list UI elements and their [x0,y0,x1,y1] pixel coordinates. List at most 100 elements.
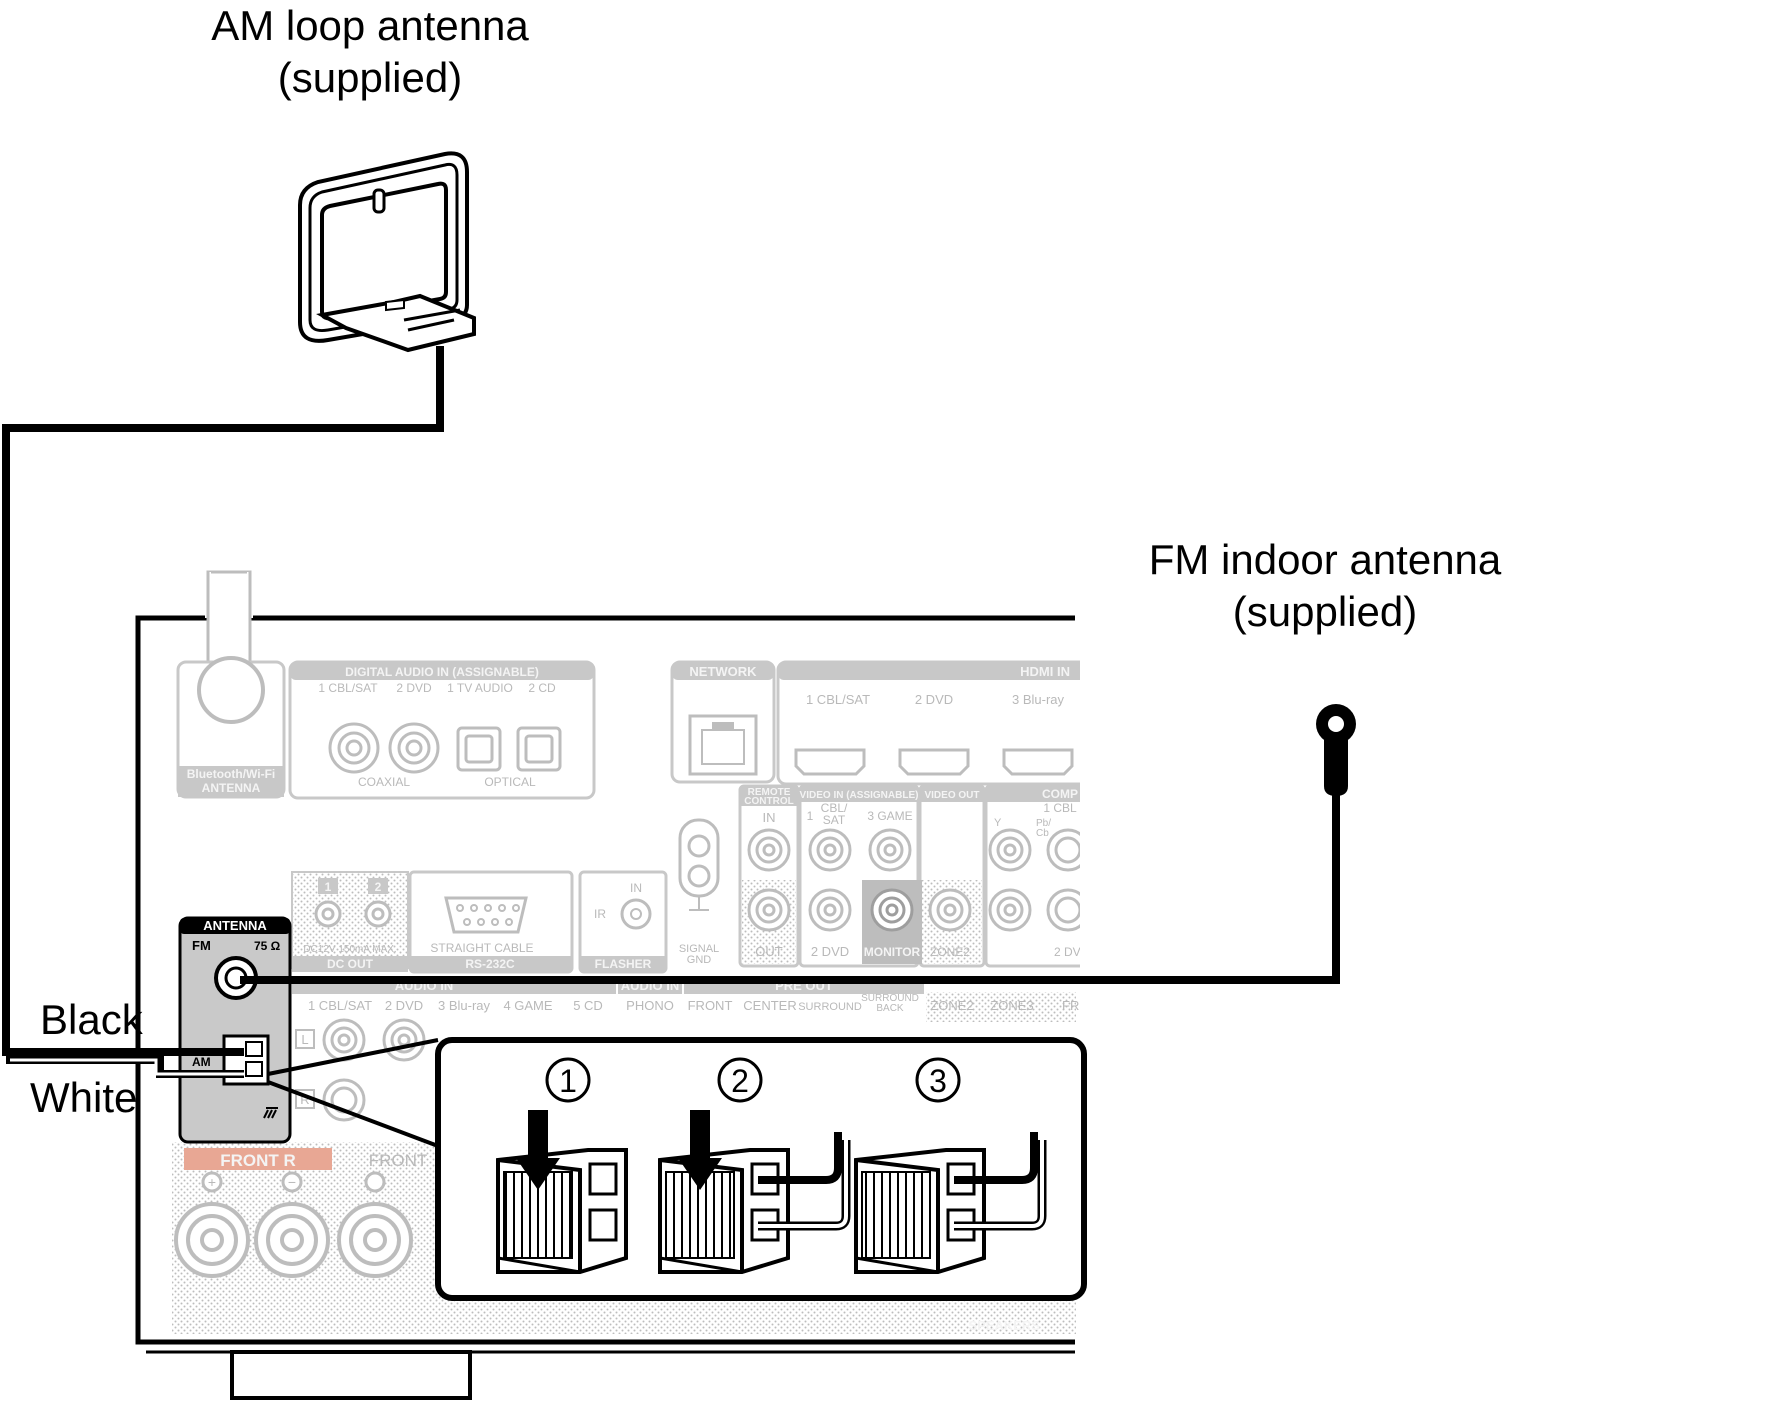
video-out-zone2: ZONE2 [930,945,970,959]
fm-indoor-antenna [240,704,1356,984]
digital-in-dvd: 2 DVD [396,681,432,695]
video-in-cbl: CBL/ [821,801,848,815]
step-number-2: 2 [717,1057,763,1103]
am-loop-antenna [298,151,476,353]
zoom-leader-lines [267,1038,439,1148]
dc-out-title: DC OUT [327,957,374,971]
optical-label: OPTICAL [484,775,536,789]
hdmi-in-section: HDMI IN 1 CBL/SAT 2 DVD 3 Blu-ray [776,660,1090,786]
speaker-front: FRONT [369,1151,428,1170]
remote-control-title-1: REMOTE [748,787,791,798]
digital-in-cbl-sat: 1 CBL/SAT [318,681,378,695]
network-title: NETWORK [689,664,757,679]
signal-gnd-label-1: SIGNAL [679,943,719,955]
am-antenna-cable [2,346,444,1078]
dc-out-spec: DC12V 150mA MAX. [303,944,396,955]
hdmi-in-bluray: 3 Blu-ray [1012,692,1065,707]
digital-audio-in-section: DIGITAL AUDIO IN (ASSIGNABLE) 1 CBL/SAT … [288,660,596,800]
flasher-section: IN IR FLASHER [578,870,668,974]
press-down-arrow-icon [678,1110,722,1190]
bt-antenna-label-2: ANTENNA [202,781,261,795]
am-antenna-title: AM loop antenna [211,2,529,49]
video-in-game: 3 GAME [867,809,912,823]
video-out-section: VIDEO OUT MONITOR ZONE2 [862,784,986,968]
dc-out-section: 1 2 DC12V 150mA MAX. DC OUT [291,871,409,972]
audio-in-section: AUDIO IN 1 CBL/SAT 2 DVD 3 Blu-ray 4 GAM… [292,976,1089,1122]
signal-gnd-label-2: GND [687,954,712,966]
flasher-in-label: IN [630,881,642,895]
audio-in-game: 4 GAME [503,998,552,1013]
dc-out-port-1: 1 [325,880,332,894]
component-title: COMP [1042,787,1078,801]
speaker-minus: − [288,1174,296,1190]
video-in-1: 1 [807,809,814,823]
audio-in-phono: PHONO [626,998,674,1013]
component-pb: Pb/ [1036,818,1051,829]
remote-in-label: IN [763,810,776,825]
audio-in-cbl-sat: 1 CBL/SAT [308,998,372,1013]
rs232c-note: STRAIGHT CABLE [430,941,533,955]
chassis-outline [135,615,1075,1345]
preout-surround-back-2: BACK [876,1003,904,1014]
audio-in-r: R [300,1092,309,1107]
bt-wifi-antenna: Bluetooth/Wi-Fi ANTENNA [176,570,286,799]
video-in-dvd: 2 DVD [811,944,849,959]
video-out-monitor: MONITOR [864,945,921,959]
am-antenna-supplied: (supplied) [277,54,463,101]
audio-in-dvd: 2 DVD [385,998,423,1013]
fm-antenna-caption: FM indoor antenna (supplied) [1130,534,1520,638]
antenna-panel-title: ANTENNA [203,918,267,933]
digital-audio-in-title: DIGITAL AUDIO IN (ASSIGNABLE) [345,665,539,679]
receiver-rear-panel: Bluetooth/Wi-Fi ANTENNA DIGITAL AUDIO IN… [135,570,1300,1400]
black-wire-label: Black [40,996,143,1043]
am-terminal-steps-callout: 1 2 3 [435,1037,1087,1301]
component-section: COMP 1 CBL Y Pb/ Cb 2 DV [984,784,1090,968]
fm-antenna-title: FM indoor antenna [1148,536,1502,583]
component-y: Y [994,817,1002,829]
preout-surround: SURROUND [798,1001,862,1013]
video-out-title: VIDEO OUT [924,790,979,801]
zone3-label: ZONE3 [990,998,1033,1013]
step-3-terminal [854,1132,1047,1274]
optical-jacks [456,726,562,772]
signal-gnd: SIGNAL GND [678,818,720,966]
component-cbl: 1 CBL [1043,801,1077,815]
step-1-terminal [496,1110,628,1274]
svg-text:3: 3 [929,1063,947,1099]
black-wire-step-3 [954,1132,1038,1184]
antenna-terminal-panel: ANTENNA FM 75 Ω AM [178,916,292,1144]
dc-out-port-2: 2 [375,880,382,894]
zone2-label: ZONE2 [930,998,973,1013]
rs232c-section: STRAIGHT CABLE RS-232C [408,870,574,974]
hdmi-in-cbl-sat: 1 CBL/SAT [806,692,870,707]
hdmi-in-dvd: 2 DVD [915,692,953,707]
antenna-panel-fm: FM [192,938,211,953]
black-wire-step-2 [758,1132,842,1184]
network-section: NETWORK [670,660,776,784]
video-in-title: VIDEO IN (ASSIGNABLE) [800,790,919,801]
component-dvd: 2 DV [1054,945,1081,959]
component-cb: Cb [1036,828,1049,839]
svg-text:1: 1 [559,1063,577,1099]
speaker-plus: + [208,1174,216,1190]
antenna-panel-am: AM [192,1055,211,1069]
hdmi-ports [794,748,1074,776]
coaxial-label: COAXIAL [358,775,410,789]
preout-center: CENTER [743,998,796,1013]
speaker-front-r: FRONT R [220,1151,296,1170]
step-2-terminal [658,1110,851,1274]
flasher-title: FLASHER [595,957,652,971]
coaxial-jacks [328,722,440,774]
am-antenna-caption: AM loop antenna (supplied) [190,0,550,104]
flasher-ir-label: IR [594,907,606,921]
digital-in-cd: 2 CD [528,681,556,695]
white-wire-label: White [30,1074,138,1121]
hdmi-in-title: HDMI IN [1020,664,1070,679]
speakers-title: SPEAKERS [968,1318,1040,1333]
video-in-sat: SAT [823,813,846,827]
remote-control-title-2: CONTROL [744,796,793,807]
audio-in-l: L [301,1032,308,1047]
remote-control-section: REMOTE CONTROL IN OUT [738,784,800,968]
